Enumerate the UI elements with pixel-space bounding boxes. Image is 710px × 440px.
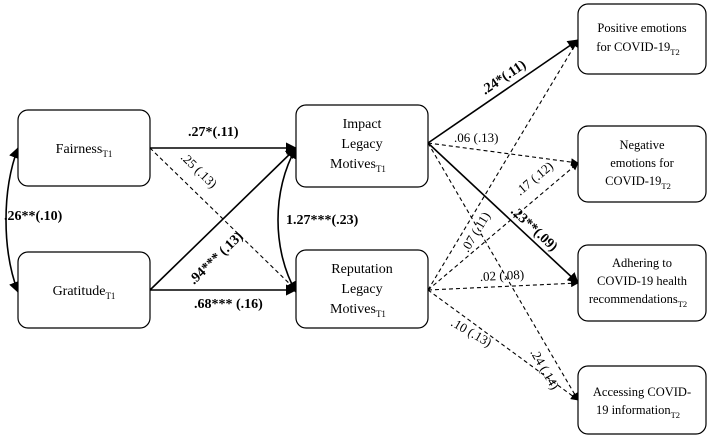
node-adhering-line3: recommendations [589, 292, 678, 306]
svg-text:MotivesT1: MotivesT1 [330, 157, 386, 174]
edge-impact-positive [427, 39, 579, 144]
label-impact-accessing: .24 (.14) [527, 346, 562, 392]
svg-text:19 informationT2: 19 informationT2 [596, 403, 680, 420]
node-reputation-legacy-motives: Reputation Legacy MotivesT1 [295, 249, 429, 329]
node-negative-line3: COVID-19 [605, 174, 661, 188]
node-adhering-sub: T2 [678, 299, 687, 309]
edge-reputation-accessing [427, 289, 579, 401]
svg-text:COVID-19T2: COVID-19T2 [605, 174, 671, 191]
edge-reputation-adhering [427, 279, 579, 291]
label-fairness-reputation: .25 (.13) [178, 149, 220, 191]
label-impact-adhering: .23**(.09) [507, 204, 560, 255]
node-positive-line2: for COVID-19 [596, 40, 670, 54]
node-reputation-line1: Reputation [331, 262, 392, 277]
node-impact-legacy-motives: Impact Legacy MotivesT1 [295, 104, 429, 188]
node-negative-line1: Negative [619, 138, 665, 152]
node-impact-line3: Motives [330, 157, 376, 172]
label-reputation-accessing: .10 (.13) [449, 315, 495, 350]
node-fairness: FairnessT1 [17, 109, 151, 187]
node-accessing-line2: 19 information [596, 403, 671, 417]
label-gratitude-reputation: .68*** (.16) [194, 297, 263, 312]
svg-text:MotivesT1: MotivesT1 [330, 302, 386, 319]
svg-text:recommendationsT2: recommendationsT2 [589, 292, 687, 309]
node-reputation-sub: T1 [376, 309, 386, 319]
node-reputation-line2: Legacy [341, 282, 382, 297]
node-gratitude: GratitudeT1 [17, 251, 151, 329]
edge-fairness-gratitude [5, 146, 20, 294]
node-accessing-line1: Accessing COVID- [593, 385, 691, 399]
node-impact-sub: T1 [376, 164, 386, 174]
node-impact-line1: Impact [343, 117, 382, 132]
node-reputation-line3: Motives [330, 302, 376, 317]
edge-impact-negative [427, 142, 579, 166]
edge-impact-adhering [427, 142, 579, 284]
label-reputation-negative: .17 (.12) [512, 158, 556, 198]
node-positive-emotions: Positive emotions for COVID-19T2 [577, 3, 707, 75]
label-gratitude-impact: .94*** (.13) [186, 229, 246, 288]
edge-impact-reputation [277, 147, 297, 293]
node-adhering-recommendations: Adhering to COVID-19 health recommendati… [577, 244, 707, 322]
node-fairness-sub: T1 [102, 149, 112, 159]
node-adhering-line2: COVID-19 health [597, 274, 688, 288]
node-positive-line1: Positive emotions [597, 21, 686, 35]
label-impact-negative: .06 (.13) [454, 130, 498, 145]
node-positive-sub: T2 [670, 47, 679, 57]
edge-impact-accessing [427, 142, 579, 401]
edge-reputation-negative [427, 162, 579, 291]
label-reputation-positive: .07 (.11) [458, 209, 493, 254]
node-negative-sub: T2 [661, 181, 670, 191]
node-fairness-label: Fairness [56, 142, 103, 157]
svg-text:FairnessT1: FairnessT1 [56, 142, 113, 159]
node-adhering-line1: Adhering to [612, 256, 672, 270]
edge-gratitude-impact [149, 147, 297, 291]
node-accessing-sub: T2 [671, 410, 680, 420]
node-gratitude-sub: T1 [105, 291, 115, 301]
label-reputation-adhering: .02 (.08) [479, 267, 524, 284]
node-gratitude-label: Gratitude [53, 284, 106, 299]
label-fairness-gratitude: .26**(.10) [4, 209, 63, 224]
node-negative-emotions: Negative emotions for COVID-19T2 [577, 125, 707, 203]
svg-text:GratitudeT1: GratitudeT1 [53, 284, 116, 301]
node-negative-line2: emotions for [610, 156, 674, 170]
label-fairness-impact: .27*(.11) [188, 125, 239, 140]
node-accessing-information: Accessing COVID- 19 informationT2 [577, 365, 707, 435]
label-impact-reputation: 1.27***(.23) [286, 213, 359, 228]
svg-text:for COVID-19T2: for COVID-19T2 [596, 40, 679, 57]
node-impact-line2: Legacy [341, 137, 382, 152]
